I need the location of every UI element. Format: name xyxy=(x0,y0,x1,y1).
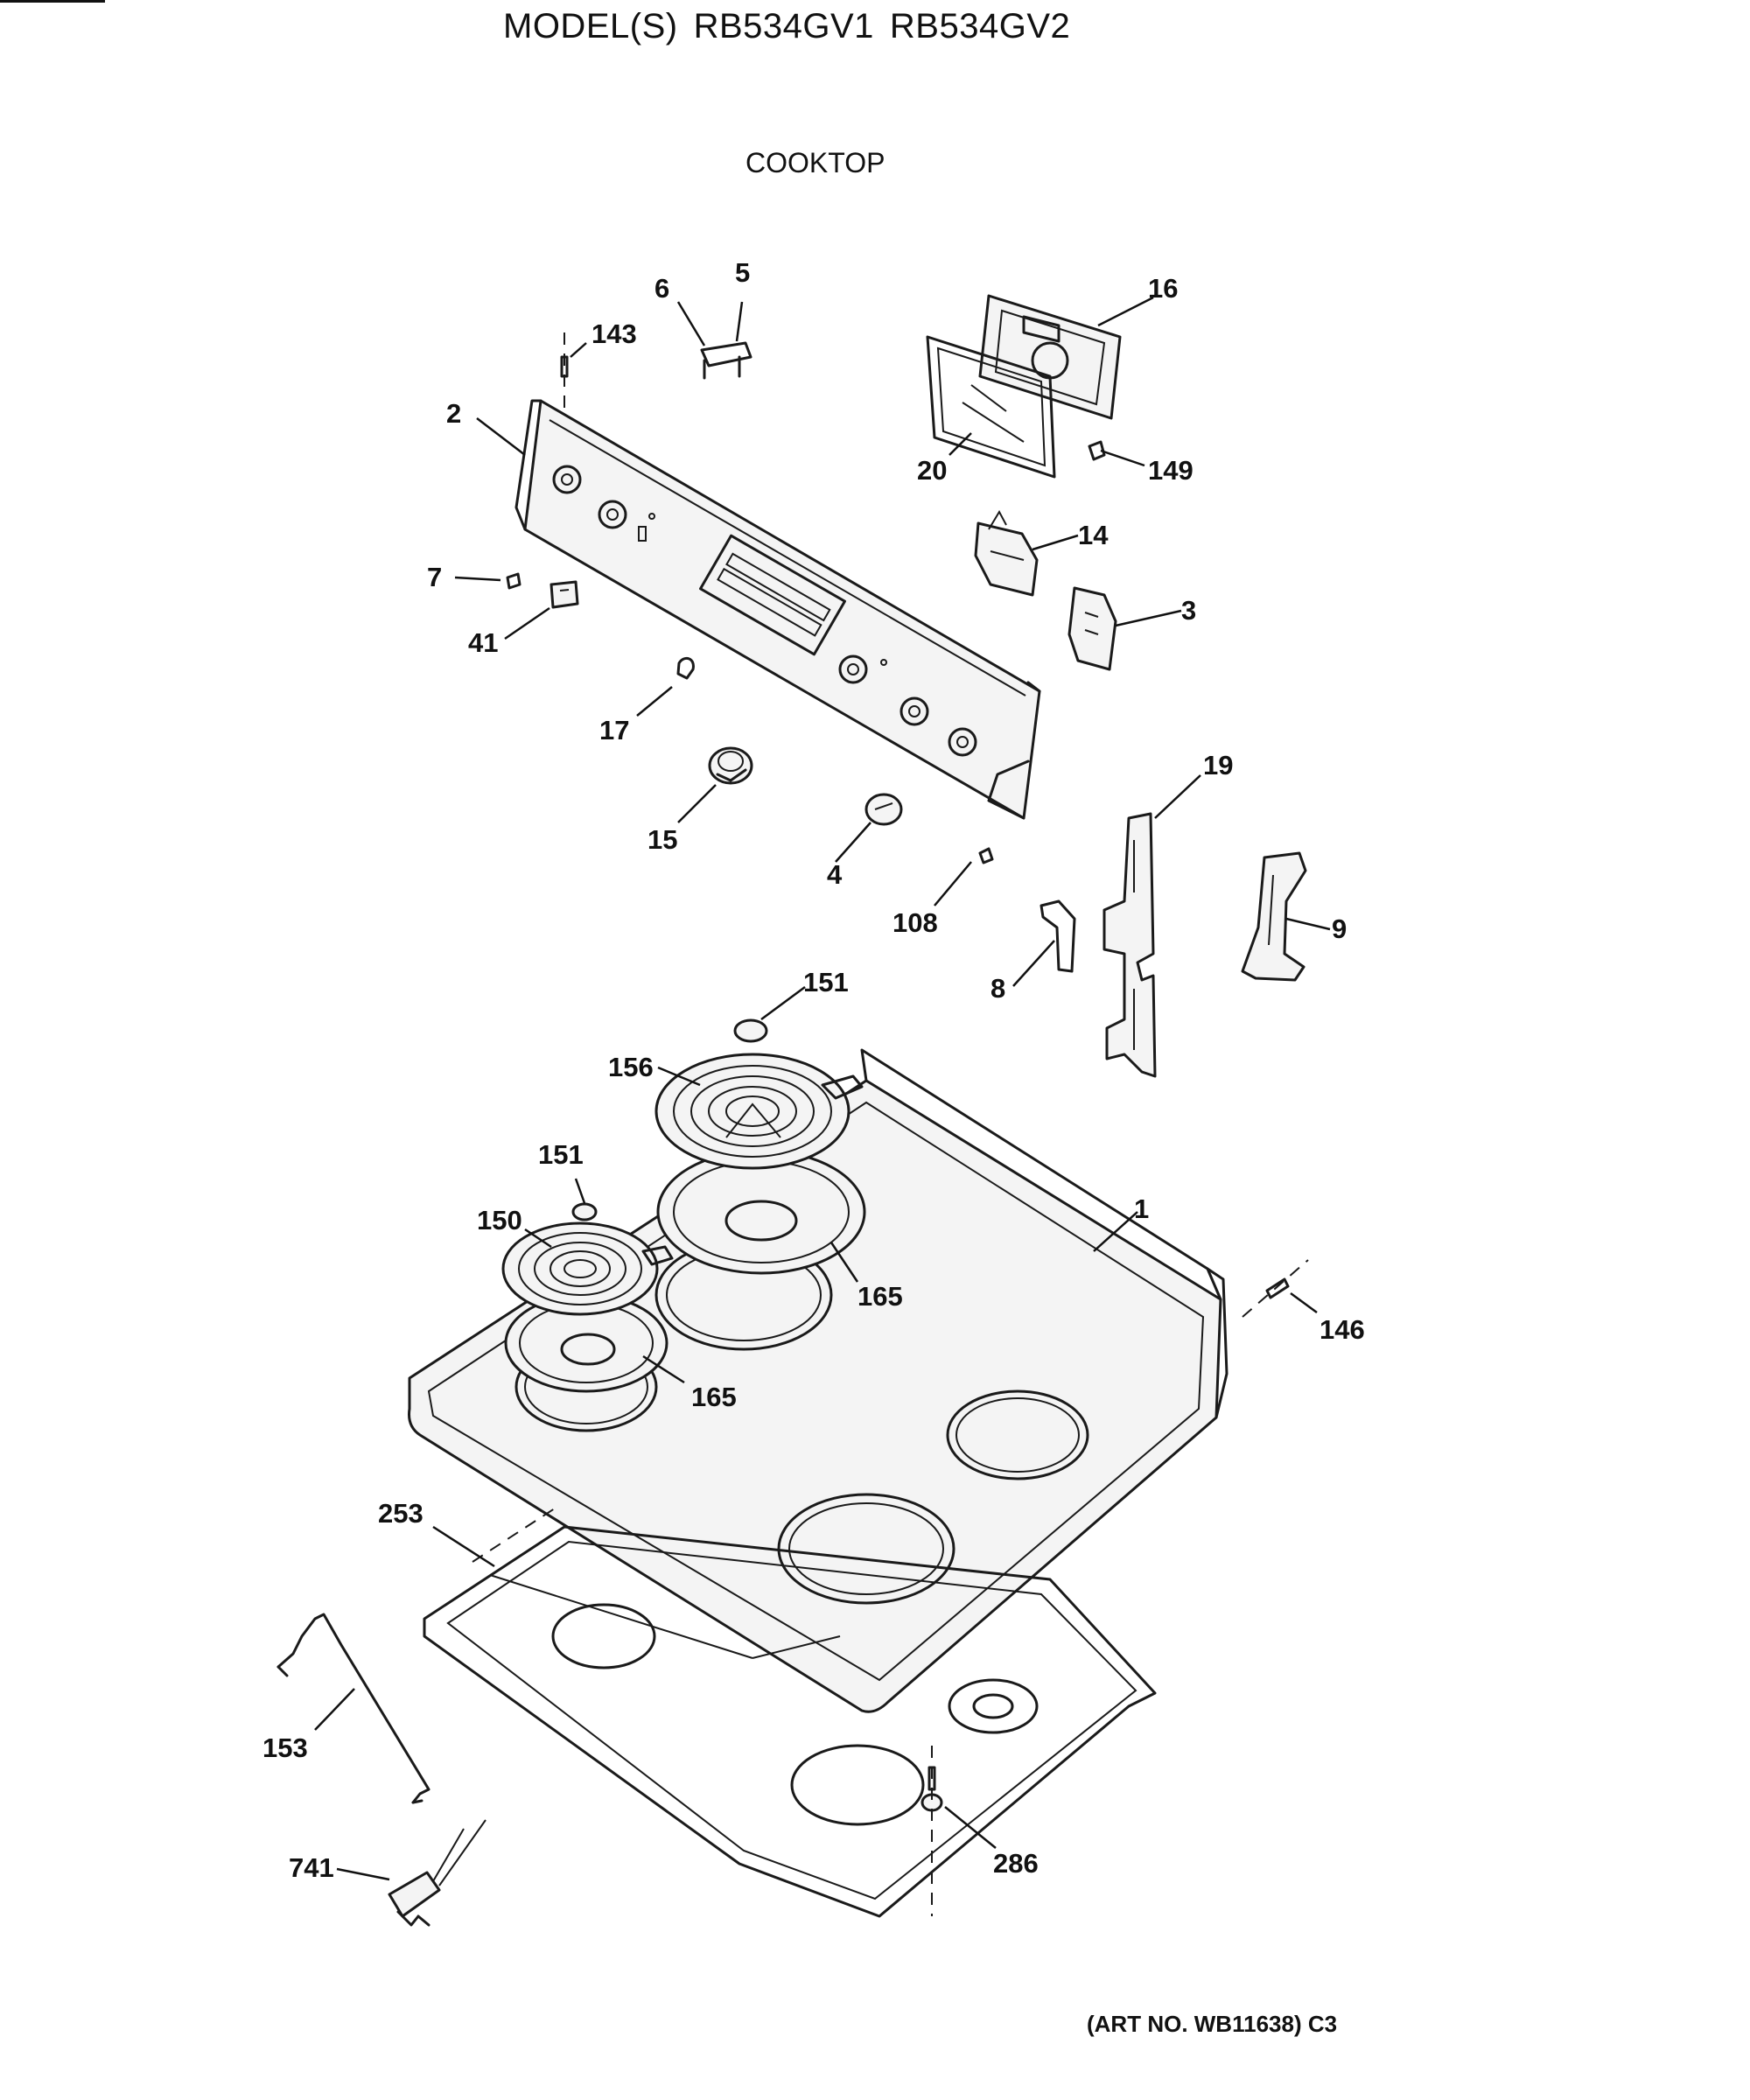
end-cap-9 xyxy=(1241,851,1307,982)
page-title: MODEL(S) RB534GV1 RB534GV2 xyxy=(503,7,1070,46)
lamp-17 xyxy=(676,656,695,680)
drip-pan-small xyxy=(504,1293,668,1393)
clip-7 xyxy=(506,572,522,590)
clip-149 xyxy=(1088,440,1106,461)
label-146: 146 xyxy=(1320,1314,1365,1345)
clock-timer xyxy=(978,294,1122,420)
label-143: 143 xyxy=(592,318,637,349)
large-element xyxy=(654,1053,864,1170)
cooktop-main xyxy=(408,1048,1228,1713)
label-17: 17 xyxy=(599,715,629,746)
label-108: 108 xyxy=(892,907,938,938)
small-element xyxy=(501,1222,674,1316)
label-41: 41 xyxy=(468,627,498,658)
label-5: 5 xyxy=(735,257,750,288)
label-8: 8 xyxy=(990,973,1005,1004)
part-labels: 2 143 6 5 16 20 149 14 3 7 41 17 15 4 10… xyxy=(262,257,1365,1883)
knob-15 xyxy=(708,746,753,785)
label-6: 6 xyxy=(654,273,669,304)
label-16: 16 xyxy=(1148,273,1178,304)
label-151-mid: 151 xyxy=(538,1139,584,1170)
cooktop-liner xyxy=(423,1504,1157,1918)
label-149: 149 xyxy=(1148,455,1194,486)
label-19: 19 xyxy=(1203,750,1233,780)
bracket-6-5 xyxy=(700,341,752,380)
label-2: 2 xyxy=(446,398,461,429)
label-7: 7 xyxy=(427,562,442,592)
clip-108 xyxy=(978,847,994,864)
section-title: COOKTOP xyxy=(746,147,886,178)
trim-ring-top xyxy=(733,1018,768,1043)
clock-window xyxy=(926,335,1056,479)
art-number: (ART NO. WB11638) C3 xyxy=(1087,2011,1338,2037)
terminal-block xyxy=(388,1819,486,1927)
model-number-1: RB534GV1 xyxy=(693,7,874,46)
screw-146 xyxy=(1242,1259,1309,1318)
support-rod xyxy=(276,1613,430,1804)
label-14: 14 xyxy=(1078,520,1109,550)
label-741: 741 xyxy=(289,1852,334,1883)
label-151-top: 151 xyxy=(803,967,849,998)
label-165-small: 165 xyxy=(691,1382,737,1412)
switch-3 xyxy=(1068,586,1117,671)
label-253: 253 xyxy=(378,1498,424,1529)
trim-ring-mid xyxy=(571,1202,598,1222)
label-15: 15 xyxy=(648,824,677,855)
indicator-41 xyxy=(550,580,579,609)
control-panel xyxy=(514,399,1041,820)
switch-14 xyxy=(974,509,1039,597)
knob-4 xyxy=(864,793,903,826)
receptacle-286 xyxy=(920,1746,943,1916)
label-9: 9 xyxy=(1332,914,1347,944)
corner-rule xyxy=(0,0,105,3)
label-153: 153 xyxy=(262,1732,308,1763)
label-20: 20 xyxy=(917,455,947,486)
label-156: 156 xyxy=(608,1052,654,1082)
model-prefix: MODEL(S) xyxy=(503,7,678,46)
label-4: 4 xyxy=(827,859,843,890)
leader-lines xyxy=(314,296,1331,1881)
screw-143 xyxy=(560,332,569,411)
label-3: 3 xyxy=(1181,595,1196,626)
bracket-8 xyxy=(1040,900,1076,973)
label-286: 286 xyxy=(993,1848,1039,1879)
label-150: 150 xyxy=(477,1205,522,1236)
label-165-large: 165 xyxy=(858,1281,903,1312)
label-1: 1 xyxy=(1134,1194,1149,1224)
end-cap-19 xyxy=(1102,812,1157,1078)
model-number-2: RB534GV2 xyxy=(889,7,1071,46)
